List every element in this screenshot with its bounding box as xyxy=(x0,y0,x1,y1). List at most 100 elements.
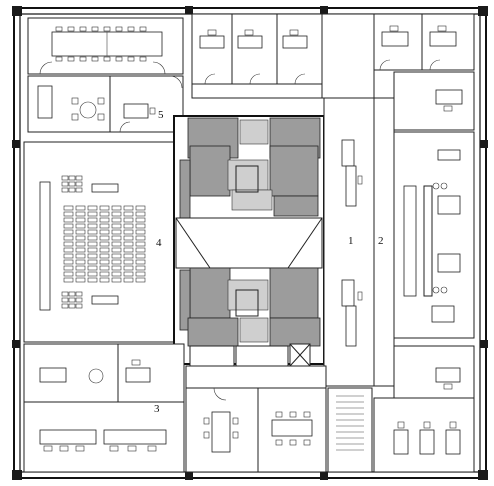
auditorium-seat xyxy=(75,229,86,235)
auditorium-seat xyxy=(123,277,134,283)
zone-5-label: 5 xyxy=(158,109,164,121)
auditorium-seat xyxy=(135,247,146,253)
auditorium-seat xyxy=(111,277,122,283)
auditorium-seat xyxy=(99,205,110,211)
auditorium-seat xyxy=(75,211,86,217)
auditorium-seat xyxy=(63,223,74,229)
auditorium-seat xyxy=(99,265,110,271)
auditorium-seat xyxy=(63,211,74,217)
auditorium-seat xyxy=(87,253,98,259)
auditorium-seat xyxy=(63,259,74,265)
auditorium-seat xyxy=(135,259,146,265)
auditorium-seat xyxy=(123,253,134,259)
auditorium-seat xyxy=(63,253,74,259)
auditorium-seat xyxy=(99,277,110,283)
auditorium-seat xyxy=(75,259,86,265)
bottom-stair xyxy=(327,387,373,473)
auditorium-seat xyxy=(63,217,74,223)
auditorium-seat xyxy=(87,217,98,223)
auditorium-seat xyxy=(87,211,98,217)
top-middle-offices xyxy=(191,13,323,99)
zone-5-rooms: 5 xyxy=(27,75,184,133)
auditorium-seat xyxy=(111,247,122,253)
auditorium-seat xyxy=(87,235,98,241)
auditorium-seat xyxy=(111,253,122,259)
auditorium-seat xyxy=(75,253,86,259)
auditorium-seat xyxy=(111,223,122,229)
auditorium-seat xyxy=(87,229,98,235)
auditorium-seat xyxy=(75,217,86,223)
auditorium-seat xyxy=(99,229,110,235)
auditorium-seat xyxy=(87,265,98,271)
auditorium-seat xyxy=(135,217,146,223)
zone-4-auditorium: 4 xyxy=(23,141,175,343)
right-lower-offices xyxy=(373,345,475,473)
auditorium-seat xyxy=(63,205,74,211)
auditorium-seat xyxy=(99,217,110,223)
auditorium-seat xyxy=(99,253,110,259)
zone-1-corridor: 1 xyxy=(323,97,375,387)
auditorium-seat xyxy=(75,241,86,247)
zone-4-label: 4 xyxy=(156,237,162,249)
auditorium-seat xyxy=(99,259,110,265)
zone-3-offices: 3 xyxy=(23,343,185,473)
auditorium-seat xyxy=(111,271,122,277)
auditorium-seat xyxy=(99,271,110,277)
auditorium-seat xyxy=(135,223,146,229)
auditorium-seat xyxy=(75,271,86,277)
auditorium-seat xyxy=(87,247,98,253)
auditorium-seat xyxy=(123,265,134,271)
auditorium-seat xyxy=(63,235,74,241)
auditorium-seat xyxy=(123,271,134,277)
auditorium-seat xyxy=(135,205,146,211)
auditorium-seat xyxy=(123,247,134,253)
auditorium-seat xyxy=(123,217,134,223)
auditorium-seat xyxy=(123,229,134,235)
auditorium-seat xyxy=(99,211,110,217)
auditorium-seat xyxy=(111,265,122,271)
auditorium-seat xyxy=(75,265,86,271)
auditorium-seat xyxy=(75,277,86,283)
auditorium-seat xyxy=(135,253,146,259)
top-left-meeting-room xyxy=(27,17,184,75)
auditorium-seat xyxy=(123,235,134,241)
auditorium-seat xyxy=(75,247,86,253)
auditorium-seat xyxy=(99,241,110,247)
auditorium-seat xyxy=(87,277,98,283)
auditorium-seat xyxy=(135,229,146,235)
auditorium-seat xyxy=(123,205,134,211)
auditorium-seat xyxy=(99,235,110,241)
auditorium-seat xyxy=(135,265,146,271)
auditorium-seating xyxy=(63,205,146,283)
auditorium-seat xyxy=(135,277,146,283)
auditorium-seat xyxy=(99,223,110,229)
auditorium-seat xyxy=(63,277,74,283)
auditorium-seat xyxy=(63,247,74,253)
zone-1-label: 1 xyxy=(348,235,354,247)
zone-3-label: 3 xyxy=(154,403,160,415)
auditorium-seat xyxy=(111,205,122,211)
auditorium-seat xyxy=(63,271,74,277)
auditorium-seat xyxy=(111,235,122,241)
auditorium-seat xyxy=(63,241,74,247)
auditorium-seat xyxy=(75,205,86,211)
bottom-middle-offices xyxy=(185,365,327,473)
auditorium-seat xyxy=(63,265,74,271)
zone-2-label: 2 xyxy=(378,235,384,247)
auditorium-seat xyxy=(123,223,134,229)
auditorium-seat xyxy=(111,241,122,247)
auditorium-seat xyxy=(111,259,122,265)
auditorium-seat xyxy=(135,211,146,217)
auditorium-seat xyxy=(87,241,98,247)
auditorium-seat xyxy=(111,217,122,223)
auditorium-seat xyxy=(87,271,98,277)
auditorium-seat xyxy=(123,241,134,247)
auditorium-seat xyxy=(87,223,98,229)
auditorium-seat xyxy=(75,223,86,229)
zone-2-open-office: 2 xyxy=(373,97,475,387)
auditorium-seat xyxy=(123,259,134,265)
auditorium-seat xyxy=(87,259,98,265)
auditorium-seat xyxy=(111,229,122,235)
